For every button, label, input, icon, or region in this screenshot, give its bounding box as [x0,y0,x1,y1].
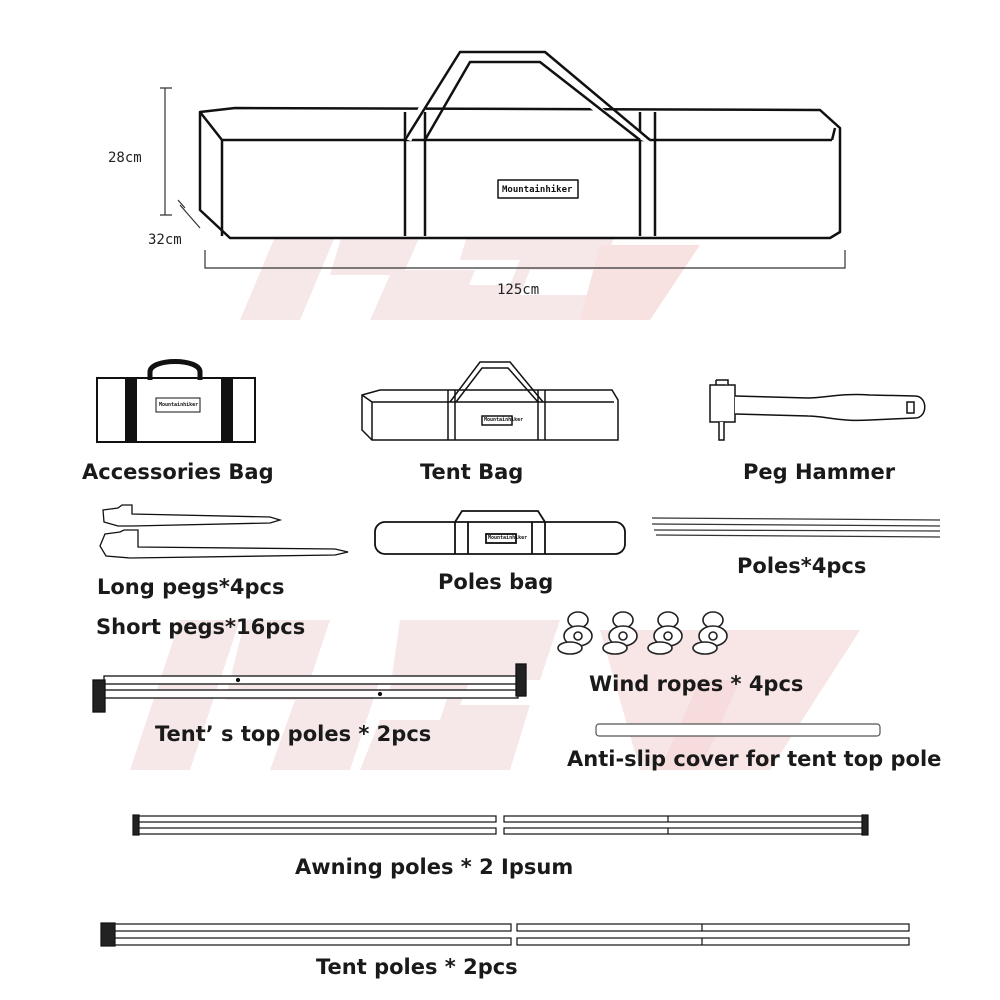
anti-slip-cover-label: Anti-slip cover for tent top pole [567,747,942,771]
length-dimension-label: 125cm [497,282,540,298]
wind-rope-4 [692,611,728,655]
wind-rope-1 [557,611,593,655]
short-pegs-label: Short pegs*16pcs [96,615,306,639]
tent-poles-label: Tent poles * 2pcs [316,955,518,979]
accessories-bag-brand: Mountainhiker [159,402,199,408]
poles-bag-label: Poles bag [438,570,554,594]
wind-rope-2 [602,611,638,655]
wind-ropes-label: Wind ropes * 4pcs [589,672,804,696]
poles-label: Poles*4pcs [737,554,867,578]
long-pegs-label: Long pegs*4pcs [97,575,285,599]
accessories-bag-label: Accessories Bag [82,460,274,484]
poles-bag-brand: Mountainhiker [488,535,528,541]
wind-rope-3 [647,611,683,655]
peg-hammer-label: Peg Hammer [743,460,896,484]
main-bag-brand: Mountainhiker [502,185,573,195]
height-dimension-label: 28cm [108,150,142,166]
top-poles-label: Tent’ s top poles * 2pcs [155,722,432,746]
tent-bag-brand: Mountainhiker [484,417,524,423]
tent-bag-label: Tent Bag [420,460,524,484]
depth-dimension-label: 32cm [148,232,182,248]
watermark-top [240,225,700,320]
awning-poles-label: Awning poles * 2 Ipsum [295,855,574,879]
